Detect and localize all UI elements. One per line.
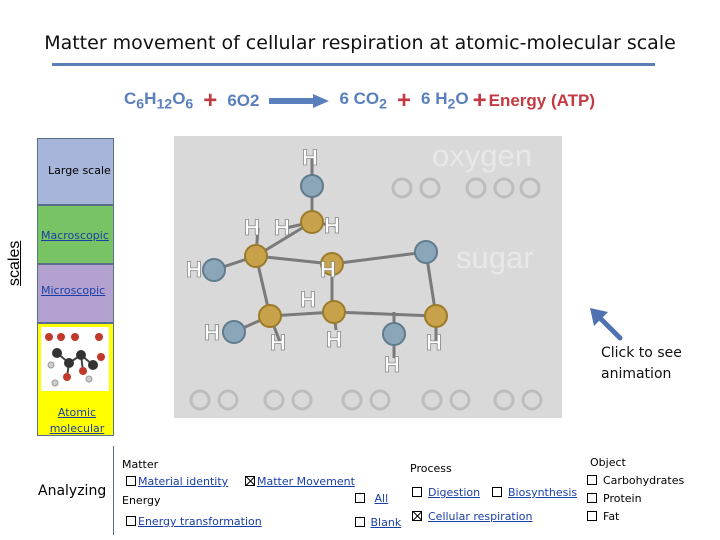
svg-text:H: H (186, 257, 202, 282)
click-hint-line2: animation (601, 366, 672, 382)
svg-text:H: H (320, 257, 336, 282)
matter-movement-option[interactable]: Matter Movement (245, 475, 355, 488)
biosynthesis-checkbox[interactable] (492, 487, 502, 497)
equation-energy: Energy (ATP) (488, 91, 596, 110)
glucose-molecule-diagram: H H H H H H H H H H H H (186, 145, 543, 411)
molecule-thumbnail (41, 327, 109, 391)
scale-large[interactable]: Large scale (37, 138, 114, 205)
matter-movement-link[interactable]: Matter Movement (257, 475, 355, 488)
click-arrow-icon[interactable] (588, 306, 624, 342)
svg-text:H: H (302, 145, 318, 170)
svg-text:H: H (300, 287, 316, 312)
scale-atomic-molecular[interactable]: Atomic molecular (37, 323, 114, 436)
blank-checkbox[interactable] (355, 517, 365, 527)
energy-transformation-option[interactable]: Energy transformation (126, 515, 262, 528)
energy-transformation-link[interactable]: Energy transformation (138, 515, 262, 528)
page-title: Matter movement of cellular respiration … (44, 32, 676, 54)
all-option[interactable]: All (355, 492, 388, 505)
carbohydrates-label: Carbohydrates (603, 474, 685, 487)
all-link[interactable]: All (374, 492, 389, 505)
digestion-option[interactable]: Digestion (412, 486, 480, 499)
energy-transformation-checkbox[interactable] (126, 516, 136, 526)
material-identity-link[interactable]: Material identity (138, 475, 229, 488)
carbohydrates-checkbox[interactable] (587, 475, 597, 485)
protein-label: Protein (603, 492, 642, 505)
sugar-caption: sugar (456, 240, 534, 275)
matter-heading: Matter (122, 458, 159, 471)
digestion-checkbox[interactable] (412, 487, 422, 497)
process-heading: Process (410, 462, 452, 475)
equation-water: 6 H2O (421, 89, 469, 113)
scale-atomic-link[interactable]: Atomic molecular (49, 406, 105, 435)
fat-label: Fat (603, 510, 620, 523)
svg-text:H: H (274, 215, 290, 240)
equation-oxygen: 6O2 (227, 91, 260, 110)
svg-text:H: H (244, 215, 260, 240)
energy-heading: Energy (122, 494, 161, 507)
scale-macroscopic[interactable]: Macroscopic (37, 205, 114, 264)
analyzing-label: Analyzing (38, 483, 107, 499)
cellular-respiration-option[interactable]: Cellular respiration (412, 510, 533, 523)
cellular-respiration-checkbox[interactable] (412, 511, 422, 521)
svg-text:H: H (324, 213, 340, 238)
material-identity-checkbox[interactable] (126, 476, 136, 486)
scale-microscopic[interactable]: Microscopic (37, 264, 114, 323)
reaction-arrow-icon (269, 94, 330, 108)
cellular-respiration-link[interactable]: Cellular respiration (428, 510, 533, 523)
scale-macroscopic-link[interactable]: Macroscopic (41, 229, 109, 242)
digestion-link[interactable]: Digestion (428, 486, 481, 499)
biosynthesis-link[interactable]: Biosynthesis (508, 486, 578, 499)
blank-link[interactable]: Blank (370, 516, 402, 529)
object-heading: Object (590, 456, 626, 469)
equation-glucose: C6H12O6 (124, 89, 194, 113)
oxygen-caption: oxygen (432, 138, 532, 173)
fat-option[interactable]: Fat (587, 510, 619, 523)
blank-option[interactable]: Blank (355, 516, 401, 529)
analyzing-divider (113, 446, 114, 535)
all-checkbox[interactable] (355, 493, 365, 503)
svg-text:H: H (426, 330, 442, 355)
equation-plus: + (472, 87, 487, 114)
protein-checkbox[interactable] (587, 493, 597, 503)
click-hint-line1: Click to see (601, 345, 682, 361)
scale-large-label: Large scale (48, 164, 111, 177)
equation-co2: 6 CO2 (339, 89, 388, 113)
molecule-animation-panel[interactable]: oxygen sugar (174, 136, 562, 418)
protein-option[interactable]: Protein (587, 492, 642, 505)
respiration-equation: C6H12O6 + 6O2 6 CO2 + 6 H2O + Energy (AT… (124, 85, 595, 117)
equation-plus: + (397, 87, 412, 114)
matter-movement-checkbox[interactable] (245, 476, 255, 486)
equation-plus: + (203, 87, 218, 114)
click-to-see-animation[interactable]: Click to see animation (601, 343, 682, 385)
svg-text:H: H (204, 320, 220, 345)
svg-text:H: H (326, 327, 342, 352)
biosynthesis-option[interactable]: Biosynthesis (492, 486, 577, 499)
svg-text:H: H (270, 330, 286, 355)
carbohydrates-option[interactable]: Carbohydrates (587, 474, 684, 487)
svg-text:H: H (384, 352, 400, 377)
scale-microscopic-link[interactable]: Microscopic (41, 284, 106, 297)
fat-checkbox[interactable] (587, 511, 597, 521)
title-divider (52, 63, 655, 66)
scales-axis-label: scales (6, 240, 23, 286)
material-identity-option[interactable]: Material identity (126, 475, 228, 488)
